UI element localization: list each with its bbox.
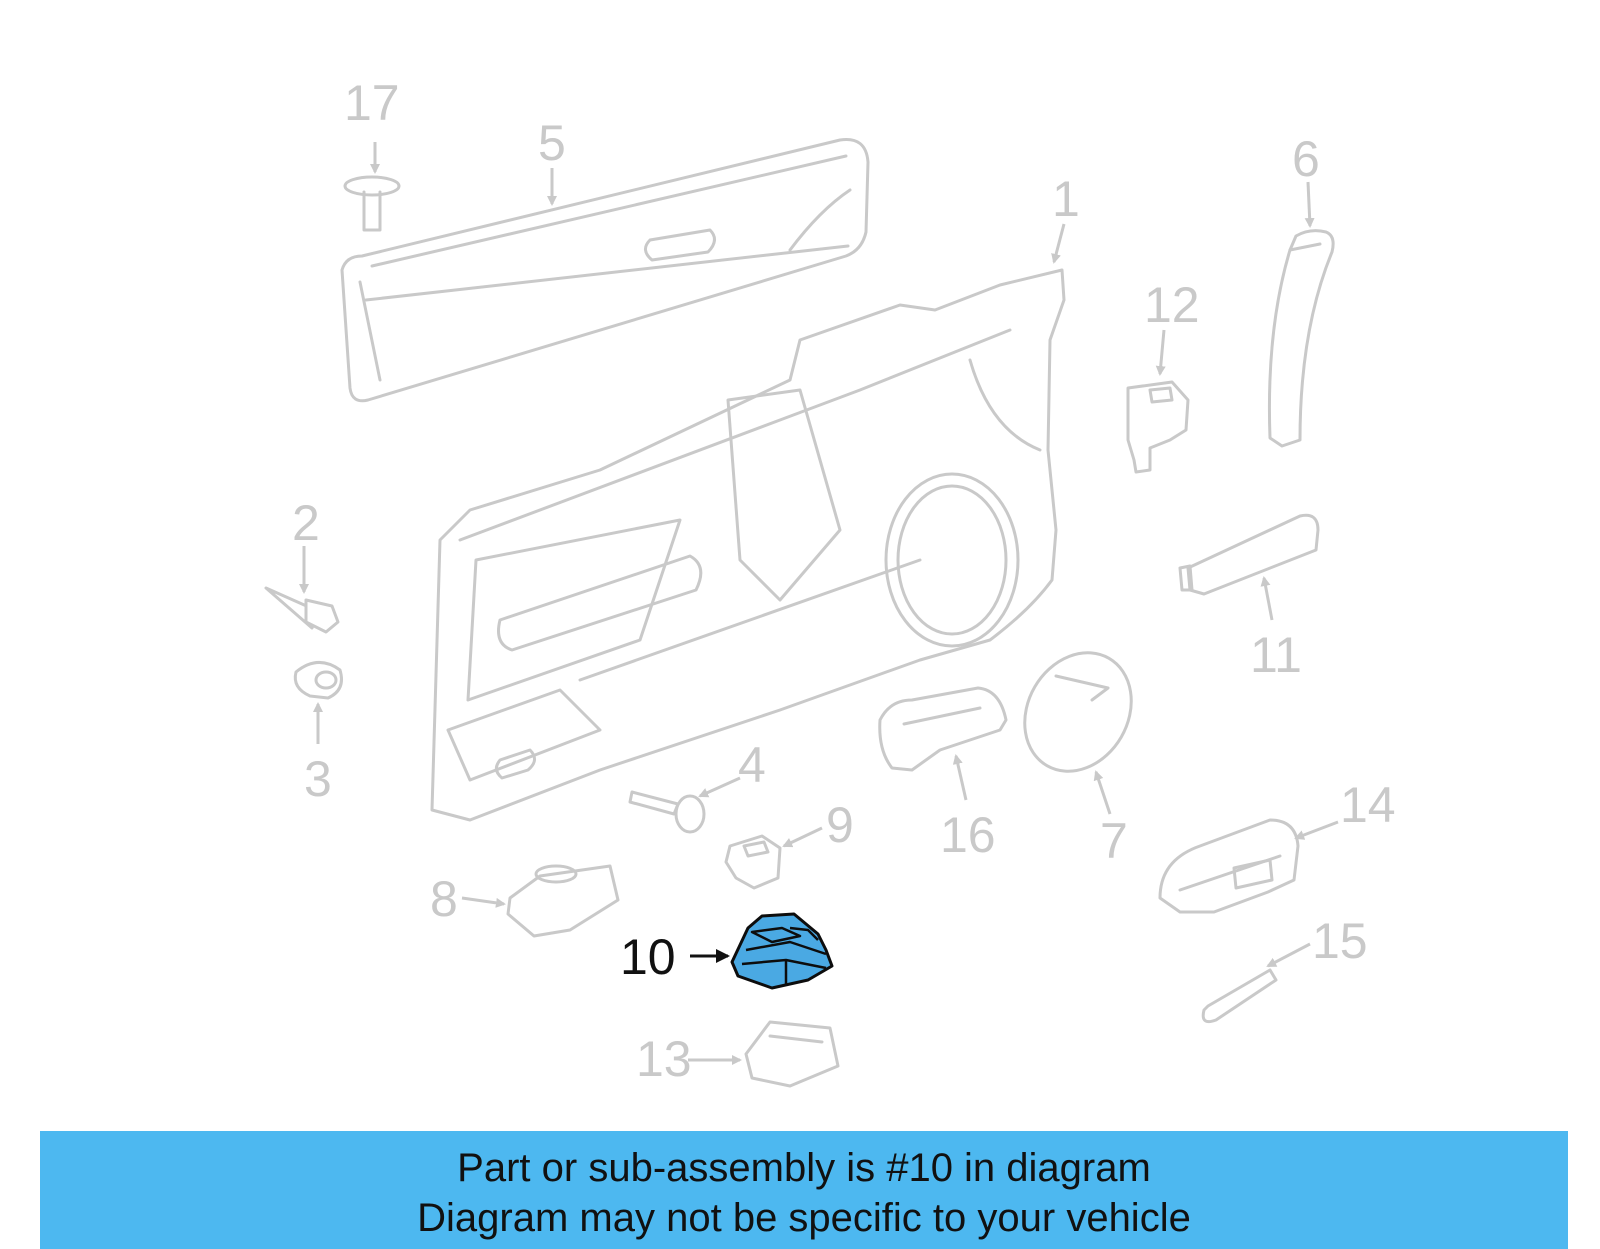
- info-banner: Part or sub-assembly is #10 in diagram D…: [40, 1131, 1568, 1249]
- part-12-switch: [1126, 380, 1190, 474]
- callout-10: 10: [620, 929, 676, 985]
- part-15-bulb: [1201, 968, 1278, 1024]
- callout-16: 16: [940, 807, 996, 863]
- callout-11: 11: [1250, 627, 1302, 683]
- callout-14: 14: [1340, 777, 1396, 833]
- leader-15: [1266, 942, 1311, 968]
- parts-diagram: 17 5 1 6 12: [264, 75, 1396, 1088]
- callout-9: 9: [826, 797, 854, 853]
- part-14-switch-panel: [1158, 818, 1300, 914]
- part-10-window-switch[interactable]: [730, 912, 834, 990]
- part-2-screw: [264, 586, 340, 634]
- part-7-speaker-cover: [1023, 651, 1133, 773]
- banner-line-1: Part or sub-assembly is #10 in diagram: [457, 1146, 1151, 1190]
- callout-5: 5: [538, 115, 566, 171]
- part-5-upper-trim: [340, 137, 870, 403]
- leader-11: [1260, 576, 1274, 621]
- part-6-trim-strip: [1267, 229, 1335, 448]
- leader-4: [698, 776, 741, 798]
- callout-13: 13: [636, 1031, 692, 1087]
- leader-7: [1093, 770, 1112, 815]
- part-16-pull-cup: [878, 686, 1008, 772]
- banner-line-2: Diagram may not be specific to your vehi…: [417, 1196, 1191, 1240]
- callout-2: 2: [292, 495, 320, 551]
- leader-6: [1304, 181, 1315, 228]
- leader-8: [461, 896, 506, 908]
- callout-6: 6: [1292, 131, 1320, 187]
- leader-9: [782, 826, 823, 848]
- callout-15: 15: [1312, 913, 1368, 969]
- leader-12: [1155, 329, 1166, 376]
- part-11-handle: [1178, 513, 1320, 596]
- callout-3: 3: [304, 751, 332, 807]
- leader-16: [952, 754, 968, 801]
- part-1-door-trim-panel: [430, 268, 1066, 822]
- callout-1: 1: [1052, 171, 1080, 227]
- callout-4: 4: [738, 737, 766, 793]
- leader-1: [1051, 223, 1066, 264]
- part-4-bolt: [628, 790, 706, 834]
- callout-12: 12: [1144, 277, 1200, 333]
- callout-8: 8: [430, 871, 458, 927]
- leader-14: [1294, 820, 1339, 840]
- part-3-cap: [293, 661, 343, 700]
- part-17-clip: [343, 175, 401, 232]
- part-13-switch: [744, 1020, 840, 1088]
- part-9-switch: [724, 834, 782, 890]
- part-8-bracket: [506, 864, 620, 938]
- callout-7: 7: [1100, 813, 1128, 869]
- callout-17: 17: [344, 75, 400, 131]
